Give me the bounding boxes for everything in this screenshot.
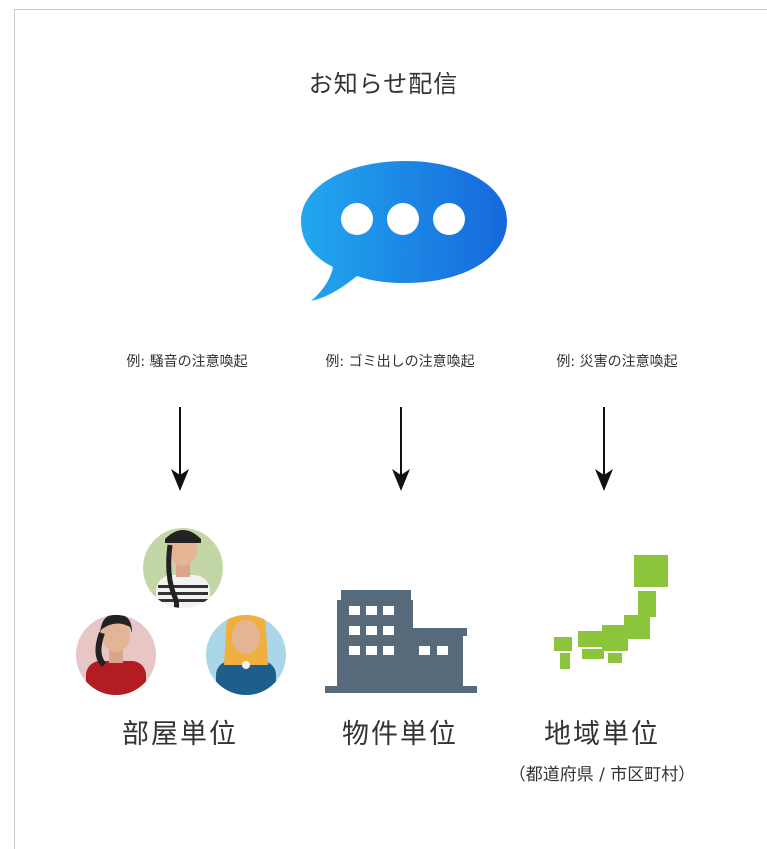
target-label-region: 地域単位: [544, 719, 660, 750]
building-icon: [325, 590, 477, 698]
chat-bubble-icon: [295, 155, 515, 309]
arrow-down-icon: [391, 407, 411, 495]
page-title: お知らせ配信: [308, 70, 459, 98]
target-sublabel-region: （都道府県 / 市区町村）: [508, 765, 696, 785]
example-disaster: 例: 災害の注意喚起: [556, 354, 678, 370]
arrow-down-icon: [594, 407, 614, 495]
arrow-down-icon: [170, 407, 190, 495]
example-noise: 例: 騒音の注意喚起: [126, 354, 248, 370]
target-label-room: 部屋単位: [122, 719, 238, 750]
people-icon: [76, 515, 291, 699]
example-garbage: 例: ゴミ出しの注意喚起: [325, 354, 475, 370]
japan-map-icon: [552, 555, 672, 677]
content-frame: [14, 9, 767, 849]
target-label-property: 物件単位: [342, 719, 458, 750]
